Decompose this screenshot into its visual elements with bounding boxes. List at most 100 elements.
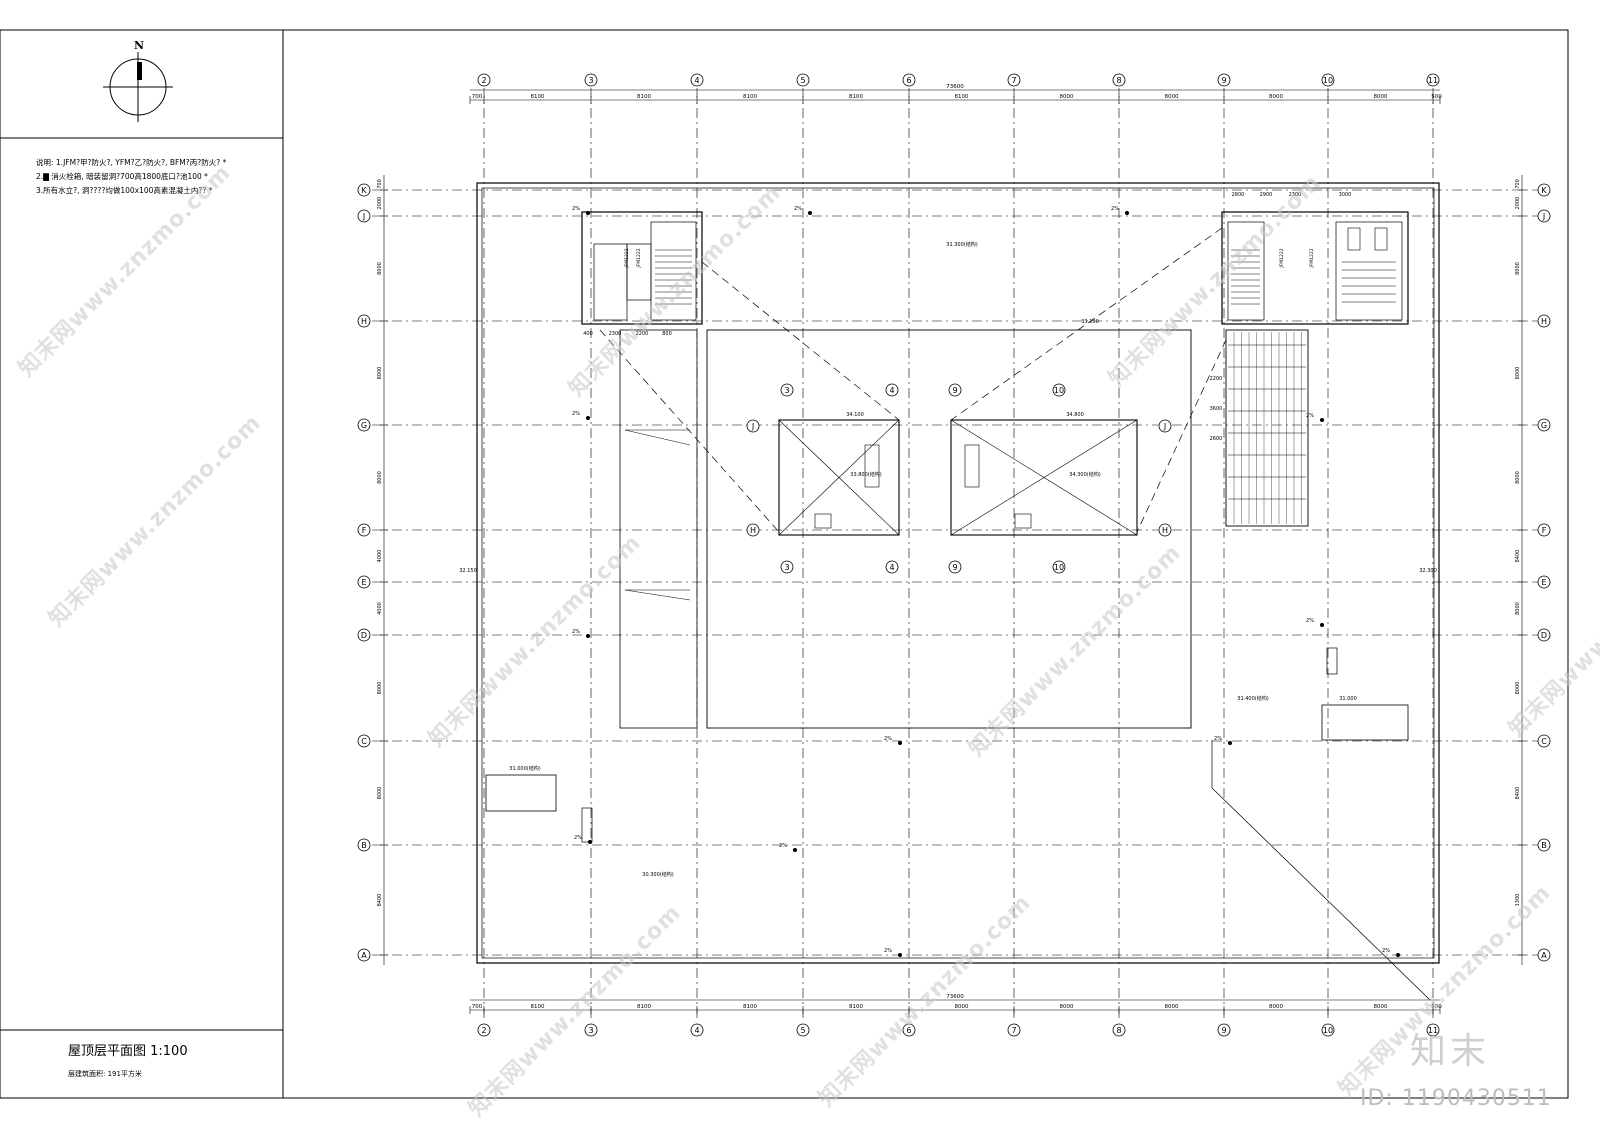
axis-bubble-top: [477, 73, 491, 87]
axis-bubble-right-text: D: [1541, 631, 1547, 640]
door-label: JFM1222: [636, 248, 642, 268]
dim-label: 8100: [531, 1004, 545, 1010]
axis-bubble-bottom: [902, 1023, 916, 1037]
door-label: JFM1222: [1279, 248, 1285, 268]
ridge-line: [950, 477, 1045, 536]
overall-dim-label: 73600: [946, 994, 964, 1000]
axis-bubble-right-text: A: [1541, 951, 1547, 960]
slope-label: 2%: [884, 736, 892, 742]
ridge-line: [950, 419, 1045, 478]
roof-drain: [586, 416, 590, 420]
brand-logo: 知末: [1410, 1031, 1491, 1072]
dim-label: 8000: [1515, 602, 1521, 615]
axis-bubble-right: [1537, 734, 1551, 748]
dim-label: 500: [1431, 94, 1442, 100]
drawing-title: 屋顶层平面图 1:100: [68, 1044, 188, 1059]
elevation-label: 30.300(结构): [642, 871, 673, 878]
dim-label: 8000: [377, 787, 383, 800]
ridge-line: [838, 419, 900, 478]
axis-bubble-right-text: H: [1541, 317, 1547, 326]
axis-bubble-top: [1321, 73, 1335, 87]
elevation-label: 34.300(结构): [1069, 471, 1100, 478]
dim-label: 8100: [849, 94, 863, 100]
inner-col-bubble-text: 3: [784, 563, 789, 572]
dim-label: 8000: [1269, 94, 1283, 100]
elevator-machine-room: [1335, 221, 1403, 321]
axis-bubble-left: [357, 209, 371, 223]
axis-bubble-left-text: H: [361, 317, 367, 326]
axis-bubble-right: [1537, 523, 1551, 537]
dim-label: 8100: [531, 94, 545, 100]
north-label: N: [134, 39, 145, 52]
axis-bubble-top: [1217, 73, 1231, 87]
dim-label: 8400: [1515, 550, 1521, 563]
room-west-a: [593, 243, 628, 321]
inner-col-bubble: [885, 383, 899, 397]
axis-bubble-right: [1537, 314, 1551, 328]
plan-dim-label: 2900: [1260, 192, 1273, 198]
dim-label: 2000: [1515, 197, 1521, 210]
axis-bubble-left-text: D: [361, 631, 367, 640]
slope-diagonal: [1211, 787, 1431, 1001]
axis-bubble-left: [357, 734, 371, 748]
note-line-3: 3.所有水立?, 洞????均做100x100高素混凝土内?? *: [36, 186, 213, 195]
axis-bubble-top: [1112, 73, 1126, 87]
axis-bubble-left-text: A: [361, 951, 367, 960]
axis-bubble-top-text: 5: [800, 76, 805, 85]
dim-label: 8000: [1515, 471, 1521, 484]
ridge-line: [778, 419, 840, 478]
axis-bubble-bottom-text: 6: [906, 1026, 911, 1035]
overall-dim-label: 73600: [946, 84, 964, 90]
note-line-1: 说明: 1.JFM?甲?防火?, YFM?乙?防火?, BFM?丙?防火? *: [36, 158, 227, 167]
lightwell-hatch: [624, 589, 691, 601]
axis-bubble-right-text: K: [1541, 186, 1547, 195]
dim-label: 700: [472, 94, 483, 100]
axis-bubble-top-text: 7: [1011, 76, 1016, 85]
plan-dim-label: 3600: [1210, 406, 1223, 412]
axis-bubble-top: [690, 73, 704, 87]
axis-bubble-right-text: F: [1542, 526, 1547, 535]
dim-label: 8400: [377, 894, 383, 907]
slope-diagonal: [1136, 339, 1227, 533]
inner-col-bubble: [948, 383, 962, 397]
fan-unit: [964, 444, 980, 488]
dim-label: 8000: [1165, 94, 1179, 100]
axis-bubble-left: [357, 523, 371, 537]
axis-bubble-bottom-text: 7: [1011, 1026, 1016, 1035]
elevation-label: 34.800: [1066, 412, 1084, 418]
roof-outline-outer: [476, 182, 1440, 964]
axis-bubble-left-text: E: [361, 578, 366, 587]
axis-bubble-top-text: 10: [1323, 76, 1333, 85]
axis-bubble-right-text: G: [1541, 421, 1547, 430]
plan-dim-label: 2200: [636, 331, 649, 337]
axis-bubble-right-text: E: [1541, 578, 1546, 587]
door-label: JFM1222: [624, 248, 630, 268]
axis-bubble-left: [357, 628, 371, 642]
axis-bubble-top-text: 8: [1116, 76, 1121, 85]
axis-bubble-left-text: G: [361, 421, 367, 430]
dim-label: 700: [1515, 179, 1521, 189]
dim-label: 8100: [637, 1004, 651, 1010]
slope-label: 2%: [1214, 736, 1222, 742]
elevation-label: 32.150: [459, 568, 477, 574]
dim-label: 4000: [377, 550, 383, 563]
inner-col-bubble-text: 4: [889, 386, 894, 395]
slope-label: 2%: [572, 411, 580, 417]
solar-panel-array: [1225, 329, 1309, 527]
axis-bubble-top: [796, 73, 810, 87]
axis-bubble-bottom-text: 2: [481, 1026, 486, 1035]
inner-col-bubble: [948, 560, 962, 574]
axis-bubble-top: [1007, 73, 1021, 87]
dim-label: 8000: [1269, 1004, 1283, 1010]
axis-bubble-left-text: C: [361, 737, 367, 746]
inner-col-bubble: [780, 560, 794, 574]
roof-outline-inner: [481, 187, 1435, 959]
roof-drain: [588, 840, 592, 844]
axis-bubble-top-text: 9: [1221, 76, 1226, 85]
dim-label: 8100: [743, 1004, 757, 1010]
axis-bubble-right-text: J: [1542, 212, 1545, 221]
inner-col-bubble: [1052, 383, 1066, 397]
